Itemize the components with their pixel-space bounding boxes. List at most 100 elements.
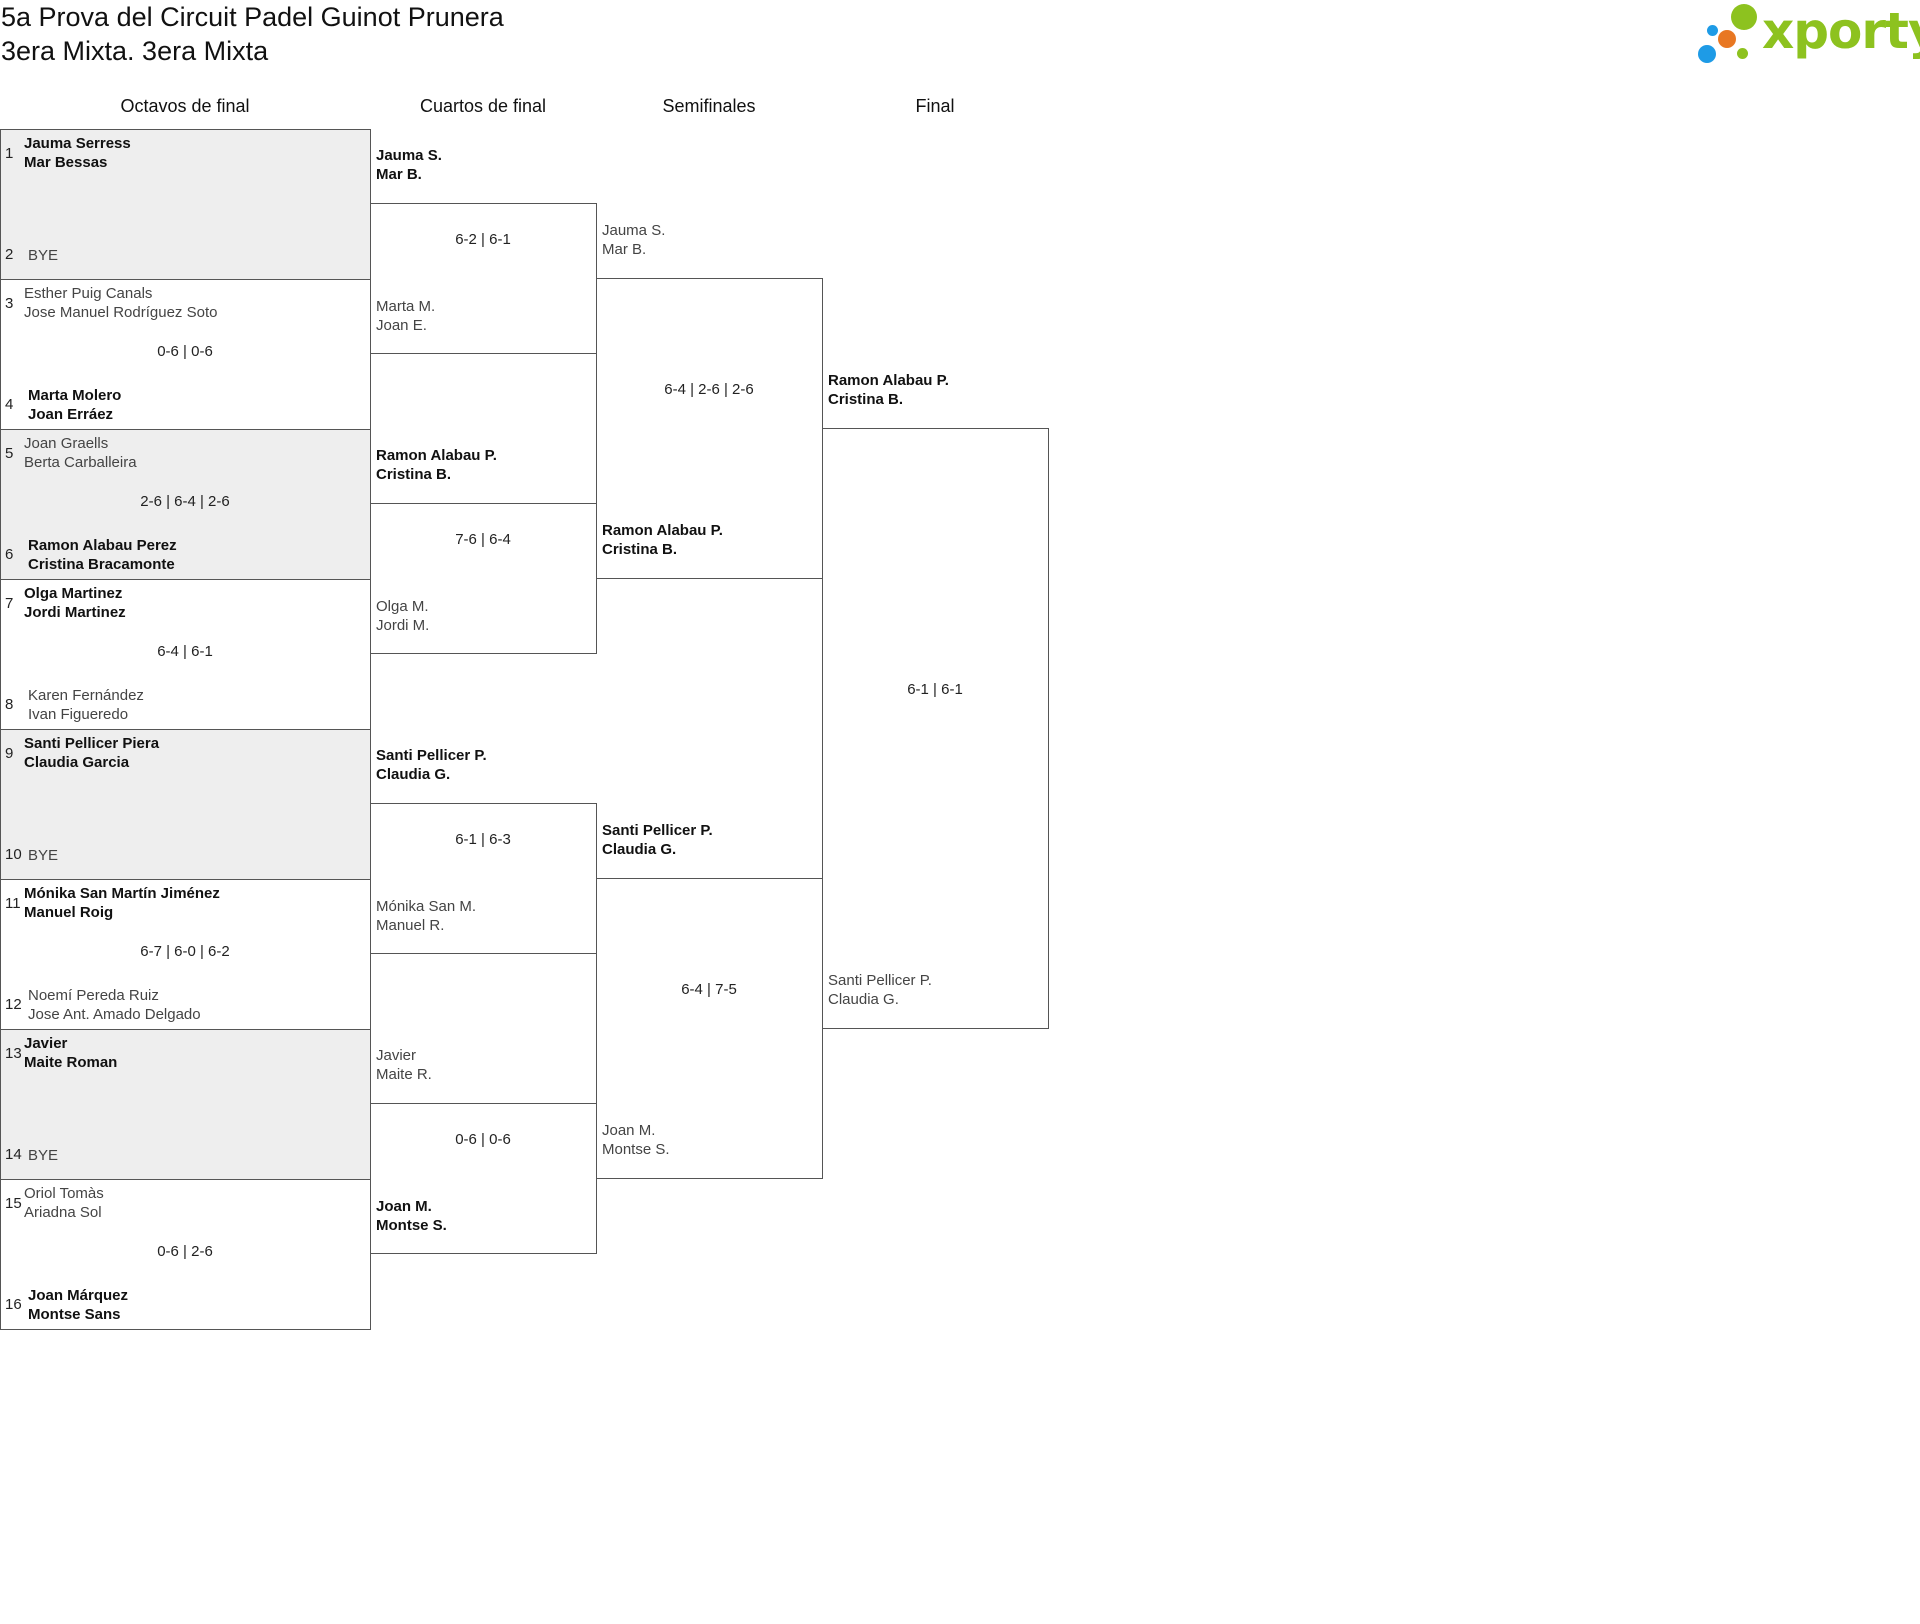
seed-number: 1 (5, 145, 14, 162)
seed-number: 6 (5, 546, 14, 563)
tournament-title: 5a Prova del Circuit Padel Guinot Pruner… (1, 2, 504, 32)
octavos-team-top-player1: Oriol Tomàs (24, 1185, 104, 1202)
octavos-team-bottom-player2: Joan Erráez (28, 406, 114, 423)
cuartos-team-bottom-player2: Joan E. (376, 317, 427, 334)
cuartos-team-top[interactable]: Jauma S.Mar B. (376, 146, 442, 184)
round-cuartos-header: Cuartos de final (419, 96, 547, 116)
octavos-team-top-player1: Joan Graells (24, 435, 109, 452)
seed-number: 2 (5, 246, 14, 263)
octavos-team-bottom-player2: Montse Sans (28, 1306, 121, 1323)
cuartos-team-top[interactable]: Ramon Alabau P. Cristina B. (376, 446, 497, 484)
cuartos-team-top-player2: Claudia G. (376, 766, 451, 783)
final-team-top[interactable]: Ramon Alabau P.Cristina B. (828, 371, 949, 409)
octavos-team-bottom[interactable]: BYE (28, 246, 58, 265)
octavos-match-box (0, 1029, 371, 1180)
match-score: 6-4 | 6-1 (157, 643, 213, 660)
seed-number: 9 (5, 745, 14, 762)
octavos-team-bottom-player1: BYE (28, 1147, 59, 1164)
octavos-team-bottom-player1: Marta Molero (28, 387, 122, 404)
cuartos-team-bottom-player1: Mónika San M. (376, 898, 477, 915)
semis-team-top[interactable]: Santi Pellicer P.Claudia G. (602, 821, 713, 859)
final-match-box (822, 428, 1049, 1029)
octavos-team-bottom-player1: BYE (28, 847, 59, 864)
octavos-team-top-player1: Mónika San Martín Jiménez (24, 885, 220, 902)
final-team-top-player2: Cristina B. (828, 391, 904, 408)
semis-team-top-player2: Mar B. (602, 241, 647, 258)
match-score: 6-2 | 6-1 (455, 231, 511, 248)
cuartos-team-bottom[interactable]: Olga M.Jordi M. (376, 597, 429, 635)
cuartos-team-bottom-player1: Joan M. (376, 1198, 432, 1215)
final-team-bottom-player1: Santi Pellicer P. (828, 972, 932, 989)
octavos-team-bottom-player1: Joan Márquez (28, 1287, 129, 1304)
semis-team-top-player1: Jauma S. (602, 222, 666, 239)
cuartos-team-top-player2: Cristina B. (376, 466, 452, 483)
match-score: 6-4 | 2-6 | 2-6 (664, 381, 754, 398)
cuartos-team-top-player1: Ramon Alabau P. (376, 447, 497, 464)
seed-number: 16 (5, 1296, 22, 1313)
octavos-team-bottom-player1: Ramon Alabau Perez (28, 537, 177, 554)
octavos-team-top-player1: Olga Martinez (24, 585, 123, 602)
category-title: 3era Mixta. 3era Mixta (1, 36, 269, 66)
final-team-bottom-player2: Claudia G. (828, 991, 899, 1008)
semis-team-bottom-player1: Ramon Alabau P. (602, 522, 723, 539)
octavos-team-bottom-player2: Ivan Figueredo (28, 706, 129, 723)
final-team-bottom[interactable]: Santi Pellicer P. Claudia G. (828, 971, 932, 1009)
logo-dot-blue (1698, 45, 1716, 63)
xporty-logo[interactable]: xporty (1698, 2, 1920, 68)
seed-number: 13 (5, 1045, 22, 1062)
semis-team-bottom-player1: Joan M. (602, 1122, 656, 1139)
octavos-team-bottom[interactable]: BYE (28, 1146, 58, 1165)
cuartos-team-bottom[interactable]: Mónika San M. Manuel R. (376, 897, 476, 935)
match-score: 6-7 | 6-0 | 6-2 (140, 943, 230, 960)
logo-text: xporty (1762, 2, 1920, 60)
semis-team-top[interactable]: Jauma S. Mar B. (602, 221, 665, 259)
logo-dot-green (1731, 4, 1757, 30)
cuartos-team-bottom-player2: Montse S. (376, 1217, 447, 1234)
cuartos-team-top-player2: Mar B. (376, 166, 422, 183)
cuartos-team-bottom-player2: Manuel R. (376, 917, 445, 934)
match-score: 2-6 | 6-4 | 2-6 (140, 493, 230, 510)
octavos-team-top-player1: Santi Pellicer Piera (24, 735, 160, 752)
seed-number: 12 (5, 996, 22, 1013)
cuartos-team-top[interactable]: Santi Pellicer P.Claudia G. (376, 746, 487, 784)
octavos-team-top-player2: Jose Manuel Rodríguez Soto (24, 304, 218, 321)
octavos-team-top-player1: Esther Puig Canals (24, 285, 153, 302)
seed-number: 14 (5, 1146, 22, 1163)
match-score: 6-1 | 6-3 (455, 831, 511, 848)
octavos-team-bottom[interactable]: BYE (28, 846, 58, 865)
seed-number: 7 (5, 595, 14, 612)
cuartos-team-bottom[interactable]: Marta M. Joan E. (376, 297, 435, 335)
octavos-team-top-player2: Mar Bessas (24, 154, 108, 171)
octavos-match-box (0, 429, 371, 580)
octavos-team-bottom-player1: Noemí Pereda Ruiz (28, 987, 159, 1004)
semis-team-bottom[interactable]: Ramon Alabau P.Cristina B. (602, 521, 723, 559)
semis-team-bottom[interactable]: Joan M. Montse S. (602, 1121, 670, 1159)
octavos-team-top-player2: Berta Carballeira (24, 454, 137, 471)
seed-number: 5 (5, 445, 14, 462)
cuartos-team-bottom[interactable]: Joan M. Montse S. (376, 1197, 447, 1235)
cuartos-team-bottom-player1: Marta M. (376, 298, 436, 315)
match-score: 6-4 | 7-5 (681, 981, 737, 998)
octavos-team-bottom-player2: Cristina Bracamonte (28, 556, 175, 573)
octavos-match-box (0, 1179, 371, 1330)
seed-number: 4 (5, 396, 14, 413)
semis-team-bottom-player2: Montse S. (602, 1141, 670, 1158)
match-score: 7-6 | 6-4 (455, 531, 511, 548)
octavos-team-top-player1: Javier (24, 1035, 68, 1052)
octavos-team-top-player1: Jauma Serress (24, 135, 131, 152)
octavos-team-top-player2: Manuel Roig (24, 904, 114, 921)
